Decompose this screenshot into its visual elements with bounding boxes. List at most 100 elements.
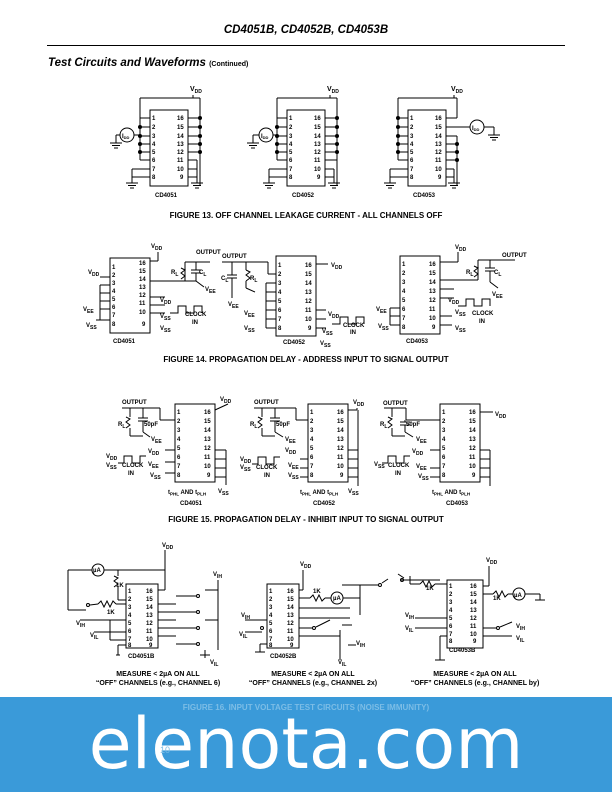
svg-text:2: 2	[449, 592, 453, 598]
svg-text:VDD: VDD	[106, 454, 118, 462]
svg-text:50pF: 50pF	[144, 422, 158, 428]
svg-text:6: 6	[112, 305, 116, 311]
svg-text:1: 1	[289, 116, 293, 122]
svg-text:13: 13	[204, 437, 211, 443]
svg-text:IN: IN	[264, 473, 270, 479]
svg-text:VDD: VDD	[240, 457, 252, 465]
svg-text:VIH: VIH	[213, 572, 222, 580]
svg-text:6: 6	[128, 629, 132, 635]
svg-text:11: 11	[314, 158, 321, 164]
svg-text:6: 6	[442, 455, 446, 461]
svg-text:VEE: VEE	[205, 287, 216, 295]
svg-text:VIL: VIL	[516, 636, 524, 644]
svg-text:10: 10	[305, 317, 312, 323]
svg-text:5: 5	[112, 297, 116, 303]
svg-text:VDD: VDD	[285, 448, 297, 456]
svg-text:5: 5	[177, 446, 181, 452]
svg-text:1: 1	[177, 410, 181, 416]
svg-text:VDD: VDD	[327, 86, 339, 95]
svg-text:6: 6	[278, 308, 282, 314]
svg-text:1: 1	[310, 410, 314, 416]
svg-text:16: 16	[146, 589, 153, 595]
svg-text:OUTPUT: OUTPUT	[383, 401, 408, 407]
svg-text:8: 8	[442, 473, 446, 479]
svg-text:VEE: VEE	[492, 292, 503, 300]
svg-text:12: 12	[470, 616, 477, 622]
svg-text:13: 13	[429, 289, 436, 295]
svg-text:13: 13	[470, 608, 477, 614]
svg-text:6: 6	[289, 158, 293, 164]
svg-text:14: 14	[305, 281, 312, 287]
svg-text:11: 11	[470, 624, 477, 630]
svg-text:13: 13	[139, 285, 146, 291]
svg-text:1K: 1K	[107, 610, 115, 616]
svg-text:6: 6	[177, 455, 181, 461]
svg-text:8: 8	[112, 322, 116, 328]
svg-text:VSS: VSS	[86, 323, 97, 331]
svg-text:13: 13	[287, 613, 294, 619]
svg-text:CD4052: CD4052	[313, 501, 336, 507]
svg-text:15: 15	[435, 125, 442, 131]
svg-text:11: 11	[337, 455, 344, 461]
svg-text:14: 14	[337, 428, 344, 434]
svg-text:VSS: VSS	[374, 462, 385, 470]
svg-text:10: 10	[204, 464, 211, 470]
svg-text:13: 13	[177, 142, 184, 148]
svg-text:13: 13	[435, 142, 442, 148]
svg-text:CD4052: CD4052	[292, 193, 315, 199]
svg-text:VEE: VEE	[285, 437, 296, 445]
svg-text:12: 12	[177, 150, 184, 156]
svg-text:8: 8	[410, 175, 414, 181]
svg-text:7: 7	[402, 316, 406, 322]
svg-text:2: 2	[442, 419, 446, 425]
svg-text:CD4052B: CD4052B	[270, 654, 297, 660]
svg-text:2: 2	[112, 273, 116, 279]
figure-14-caption: FIGURE 14. PROPAGATION DELAY - ADDRESS I…	[163, 355, 449, 364]
svg-text:10: 10	[429, 316, 436, 322]
svg-text:12: 12	[469, 446, 476, 452]
header-rule	[47, 45, 565, 46]
svg-text:CD4053B: CD4053B	[449, 648, 476, 654]
svg-text:15: 15	[314, 125, 321, 131]
svg-text:2: 2	[289, 125, 293, 131]
svg-text:CD4053: CD4053	[446, 501, 469, 507]
svg-text:RL: RL	[250, 276, 257, 284]
svg-text:5: 5	[289, 150, 293, 156]
svg-text:IN: IN	[395, 471, 401, 477]
svg-text:OUTPUT: OUTPUT	[254, 400, 279, 406]
svg-text:15: 15	[204, 419, 211, 425]
svg-text:CLOCK: CLOCK	[388, 463, 410, 469]
svg-text:VEE: VEE	[148, 462, 159, 470]
svg-text:7: 7	[442, 464, 446, 470]
svg-text:CD4051B: CD4051B	[128, 654, 155, 660]
svg-text:CLOCK: CLOCK	[256, 465, 278, 471]
svg-text:VIL: VIL	[239, 632, 247, 640]
svg-text:12: 12	[204, 446, 211, 452]
svg-text:11: 11	[139, 301, 146, 307]
svg-text:1: 1	[442, 410, 446, 416]
svg-text:4: 4	[310, 437, 314, 443]
svg-text:10: 10	[337, 464, 344, 470]
svg-text:3: 3	[112, 281, 116, 287]
svg-text:VSS: VSS	[288, 473, 299, 481]
svg-text:1: 1	[128, 589, 132, 595]
svg-text:5: 5	[269, 621, 273, 627]
svg-text:16: 16	[469, 410, 476, 416]
svg-text:CL: CL	[221, 276, 228, 284]
svg-text:1: 1	[410, 116, 414, 122]
svg-text:µA: µA	[93, 568, 101, 574]
svg-text:8: 8	[402, 325, 406, 331]
svg-text:4: 4	[128, 613, 132, 619]
svg-text:VDD: VDD	[331, 263, 343, 271]
svg-text:16: 16	[314, 116, 321, 122]
svg-text:12: 12	[314, 150, 321, 156]
svg-text:VIL: VIL	[210, 660, 218, 668]
svg-text:4: 4	[449, 608, 453, 614]
svg-text:9: 9	[149, 643, 153, 649]
svg-text:RL: RL	[171, 270, 178, 278]
svg-text:VIH: VIH	[356, 641, 365, 649]
